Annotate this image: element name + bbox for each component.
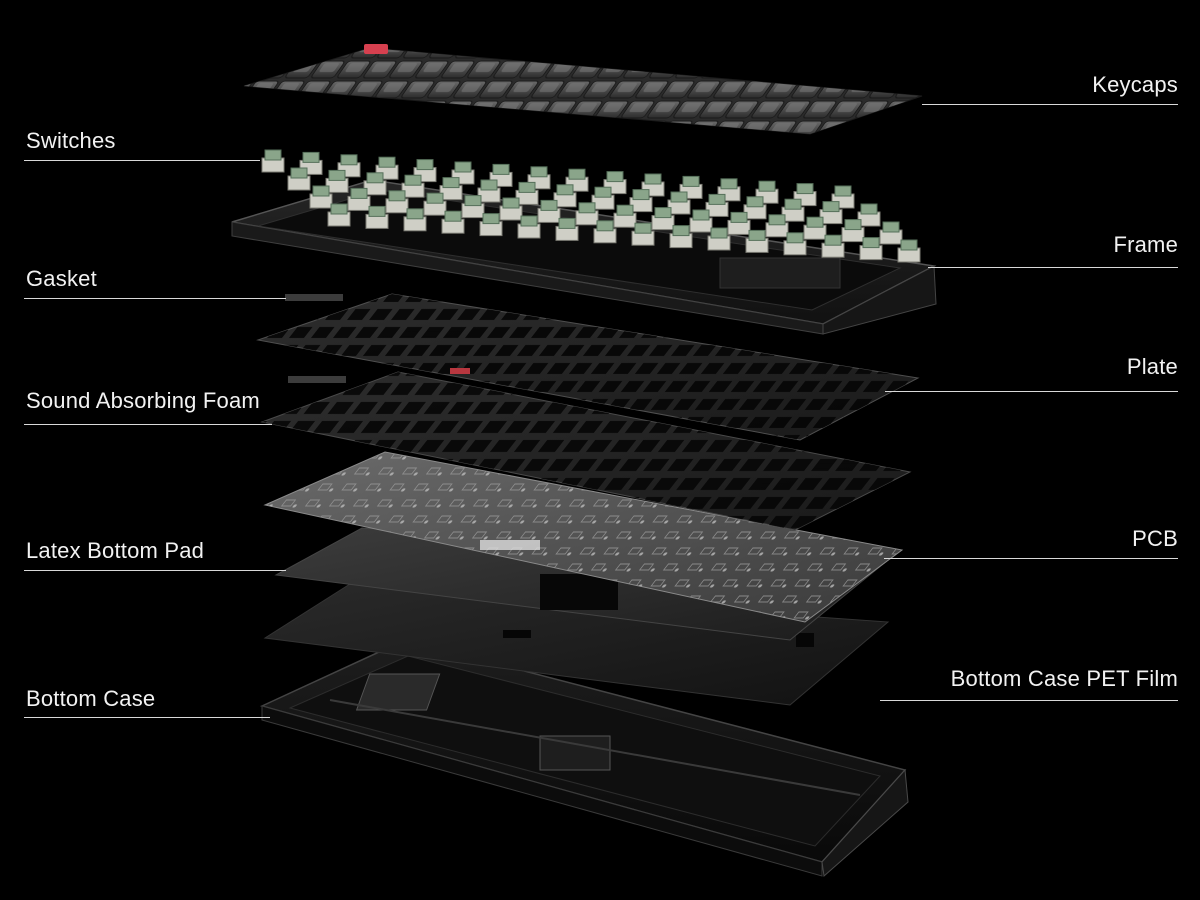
switch-top [378,156,396,168]
label-plate: Plate [1126,354,1178,379]
switch-top [540,199,558,211]
label-keycaps: Keycaps [1092,72,1178,97]
leader-line-plate [885,391,1178,392]
switch-top [882,221,900,233]
switch-top [748,229,766,241]
switch-top [692,209,710,221]
switch-top [670,191,688,203]
switch-top [290,167,308,179]
switch-top [682,175,700,187]
switch-top [730,211,748,223]
switch-top [616,204,634,216]
switch-top [708,193,726,205]
switch-top [264,149,282,161]
label-switches: Switches [26,128,116,153]
label-gasket: Gasket [26,266,97,291]
switch-top [454,161,472,173]
switch-top [578,202,596,214]
switch-top [746,196,764,208]
switch-top [388,190,406,202]
switch-top [482,213,500,225]
label-bottom-case-pet-film: Bottom Case PET Film [950,666,1178,691]
switch-top [824,234,842,246]
switch-top [464,195,482,207]
switch-top [480,179,498,191]
leader-line-pet-film [880,700,1178,701]
switch-top [444,210,462,222]
foam-layer [260,371,912,531]
switch-top [796,183,814,195]
switch-top [312,185,330,197]
label-bottom-case: Bottom Case [26,686,156,711]
switch-top [404,174,422,186]
switch-top [328,169,346,181]
switch-top [900,239,918,251]
leader-line-bottom-case [24,717,270,718]
keycaps-layer [243,44,923,135]
switch-top [654,207,672,219]
switch-top [492,163,510,175]
switch-top [556,184,574,196]
switch-top [520,215,538,227]
plate-layer [256,293,920,441]
label-sound-absorbing-foam: Sound Absorbing Foam [26,388,260,413]
switch-top [862,237,880,249]
switch-top [634,222,652,234]
switch-top [844,219,862,231]
switch-top [784,198,802,210]
leader-line-frame [928,267,1178,268]
bottom-case-layer [259,639,909,877]
switches-layer [261,149,921,263]
label-latex-bottom-pad: Latex Bottom Pad [26,538,205,563]
switch-top [786,232,804,244]
leader-line-pcb [884,558,1178,559]
switch-top [530,166,548,178]
switch-top [442,177,460,189]
switch-top [710,227,728,239]
leader-line-keycaps [922,104,1178,105]
switch-top [834,185,852,197]
switch-top [672,225,690,237]
label-pcb: PCB [1132,526,1178,551]
pcb-layer [263,451,904,623]
switch-top [330,203,348,215]
switch-top [302,151,320,163]
switch-top [860,203,878,215]
switch-top [558,217,576,229]
switch-top [366,172,384,184]
switch-top [632,189,650,201]
switch-top [568,168,586,180]
leader-line-switches [24,160,260,161]
switch-top [350,187,368,199]
switch-top [822,201,840,213]
switch-top [416,159,434,171]
switch-top [768,214,786,226]
switch-top [758,180,776,192]
switch-top [502,197,520,209]
switch-top [720,178,738,190]
switch-top [806,216,824,228]
switch-top [596,220,614,232]
switch-top [644,173,662,185]
leader-line-gasket [24,298,286,299]
switch-top [594,186,612,198]
switch-top [518,181,536,193]
switch-top [606,171,624,183]
switch-top [406,208,424,220]
switch-top [368,205,386,217]
switch-top [340,154,358,166]
switch-top [426,192,444,204]
leader-line-foam [24,424,272,425]
leader-line-latex [24,570,286,571]
label-frame: Frame [1113,232,1178,257]
